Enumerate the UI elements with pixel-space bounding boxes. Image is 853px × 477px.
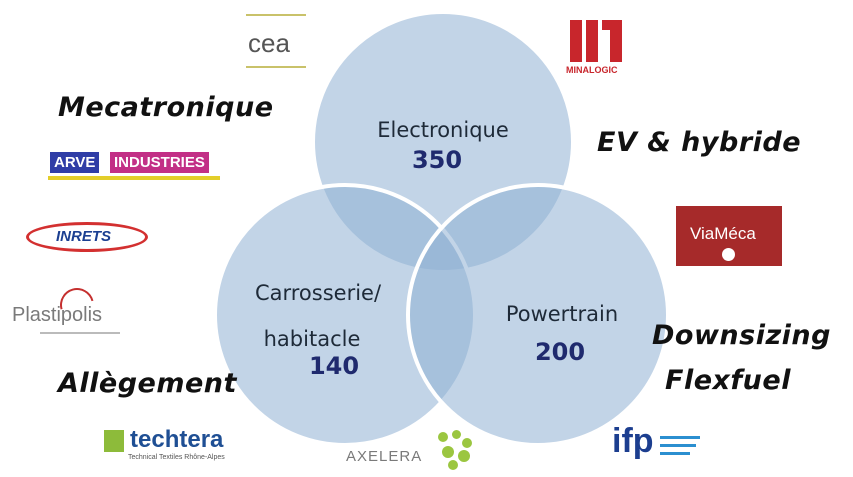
theme-allegement: Allègement — [58, 368, 237, 399]
cea-logo: cea — [246, 12, 308, 72]
theme-ev-hybride: EV & hybride — [597, 127, 802, 158]
label-powertrain: Powertrain — [506, 302, 618, 326]
theme-mecatronique: Mecatronique — [58, 92, 274, 123]
arve-industries-logo: ARVE INDUSTRIES — [48, 146, 220, 180]
minalogic-logo: MINALOGIC — [566, 20, 630, 78]
axelera-logo: AXELERA — [338, 430, 486, 474]
theme-flexfuel: Flexfuel — [665, 365, 791, 396]
value-electronique: 350 — [412, 146, 462, 174]
value-powertrain: 200 — [535, 338, 585, 366]
ifp-logo: ifp — [606, 420, 706, 474]
techtera-logo: techtera Technical Textiles Rhône-Alpes — [96, 426, 264, 464]
label-carrosserie-line1: Carrosserie/ — [255, 281, 382, 305]
label-carrosserie-line2: habitacle — [264, 327, 361, 351]
plastipolis-logo: Plastipolis — [10, 286, 138, 346]
inrets-logo: INRETS — [22, 214, 154, 260]
viameca-logo: ViaMéca — [676, 206, 782, 266]
value-carrosserie: 140 — [309, 352, 359, 380]
theme-downsizing: Downsizing — [652, 320, 831, 351]
circle-powertrain — [406, 183, 670, 447]
label-electronique: Electronique — [377, 118, 509, 142]
